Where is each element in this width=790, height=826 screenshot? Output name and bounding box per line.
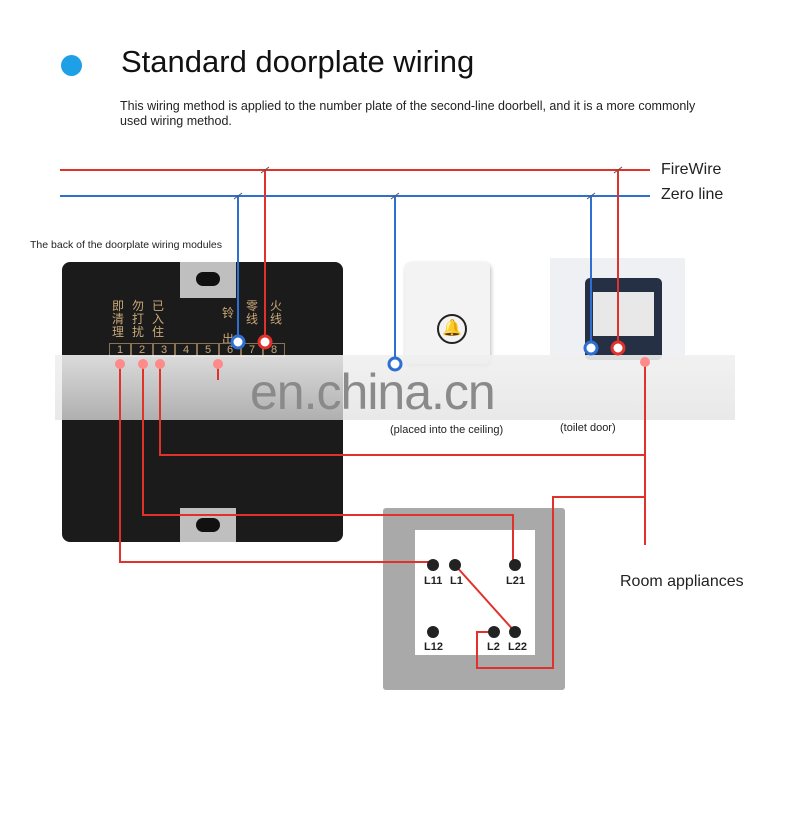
wire-l1-l22 — [454, 564, 516, 633]
glow-dot — [138, 359, 148, 369]
terminal-dot-toilet-zero — [583, 340, 599, 356]
switch-label-l2: L2 — [487, 641, 500, 653]
toilet-caption: (toilet door) — [560, 422, 616, 434]
doorbell-caption: (placed into the ceiling) — [390, 424, 504, 436]
zero-line-label: Zero line — [661, 186, 724, 203]
switch-terminal-l12 — [427, 626, 439, 638]
switch-terminal-l2 — [488, 626, 500, 638]
glow-dot — [115, 359, 125, 369]
room-appliances-label: Room appliances — [620, 573, 744, 590]
switch-label-l22: L22 — [508, 641, 527, 653]
switch-label-l12: L12 — [424, 641, 443, 653]
switch-terminal-l21 — [509, 559, 521, 571]
junction-mark — [613, 166, 623, 174]
junction-mark — [390, 192, 400, 200]
junction-mark — [586, 192, 596, 200]
terminal-dot-fire — [257, 334, 273, 350]
terminal-legend: 已入住 — [152, 299, 165, 339]
switch-label-l1: L1 — [450, 575, 463, 587]
terminal-dot-doorbell — [387, 356, 403, 372]
description: This wiring method is applied to the num… — [120, 99, 696, 128]
terminal-legend: 火线 — [270, 299, 283, 326]
wire-terminal-1 — [119, 362, 433, 563]
terminal-dot-toilet-fire — [610, 340, 626, 356]
module-label: The back of the doorplate wiring modules — [30, 239, 223, 251]
mounting-tab-top — [180, 262, 236, 298]
terminal-legend: 勿打扰 — [132, 299, 145, 339]
terminal-dot-zero — [230, 334, 246, 350]
wire-terminal-2 — [142, 362, 514, 565]
junction-mark — [260, 166, 270, 174]
glow-dot — [640, 357, 650, 367]
switch-label-l11: L11 — [424, 575, 443, 587]
wire-terminal-3 — [159, 362, 645, 456]
glow-dot — [213, 359, 223, 369]
switch-label-l21: L21 — [506, 575, 525, 587]
module-legend: 即清理 勿打扰 已入住 铃出 零线 火线 — [112, 300, 292, 352]
bell-icon: 🔔 — [437, 314, 467, 344]
page-title: Standard doorplate wiring — [121, 44, 475, 79]
doorbell-unit: 🔔 — [405, 262, 490, 364]
junction-mark — [233, 192, 243, 200]
switch-terminal-l1 — [449, 559, 461, 571]
wire-l2-loop — [476, 496, 645, 669]
glow-dot — [155, 359, 165, 369]
terminal-legend: 即清理 — [112, 299, 125, 339]
watermark: en.china.cn — [250, 364, 496, 420]
firewire-label: FireWire — [661, 161, 722, 178]
mounting-tab-bottom — [180, 508, 236, 542]
bullet-dot — [61, 55, 82, 76]
terminal-legend: 零线 — [246, 299, 259, 326]
switch-terminal-l22 — [509, 626, 521, 638]
switch-terminal-l11 — [427, 559, 439, 571]
